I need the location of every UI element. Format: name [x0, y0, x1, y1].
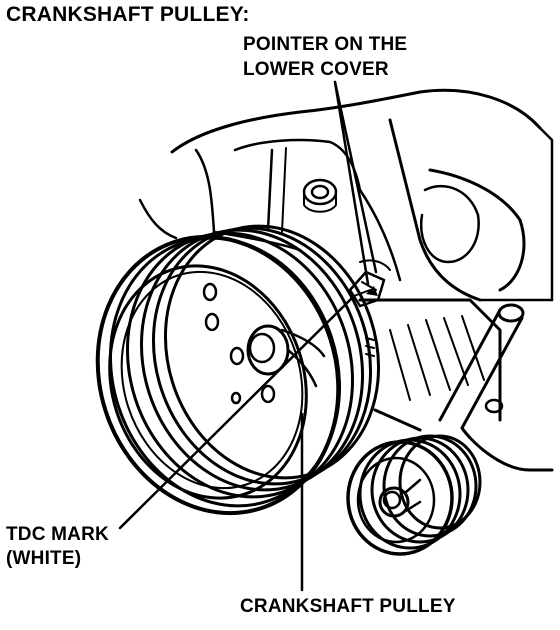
pointer-label-line1: POINTER ON THE	[243, 34, 408, 55]
tdc-label-line1: TDC MARK	[6, 524, 109, 545]
leader-lines	[118, 80, 378, 592]
engine-block	[138, 88, 554, 472]
crankshaft-pulley-large	[95, 224, 381, 516]
crankshaft-pulley-small	[346, 434, 482, 556]
tool-bar	[438, 303, 554, 472]
pointer-leader-1	[333, 80, 370, 286]
tdc-label-line2: (WHITE)	[6, 548, 82, 569]
lower-cover	[358, 298, 502, 432]
pointer-label-line2: LOWER COVER	[243, 59, 389, 80]
pointer-mark	[348, 259, 391, 357]
figure-title: CRANKSHAFT PULLEY:	[6, 3, 250, 26]
crankshaft-pulley-label: CRANKSHAFT PULLEY	[240, 596, 456, 617]
pointer-leader-2	[333, 80, 378, 274]
bolt-top	[302, 178, 338, 213]
tdc-leader	[118, 296, 354, 530]
